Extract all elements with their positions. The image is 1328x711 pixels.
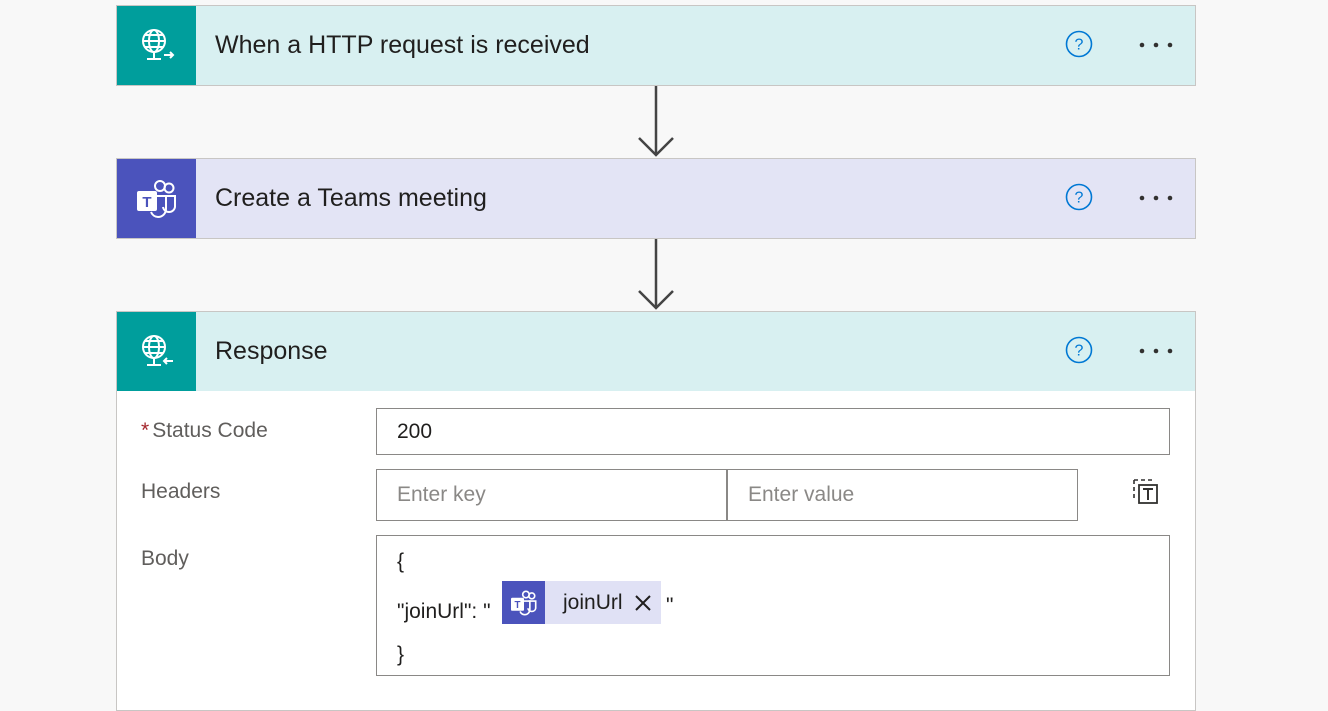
teams-icon: T — [117, 159, 196, 238]
step-title: Create a Teams meeting — [215, 184, 487, 212]
flow-arrow-icon — [638, 86, 674, 157]
more-options-icon[interactable] — [1131, 32, 1181, 58]
step-title: Response — [215, 337, 328, 365]
svg-text:T: T — [514, 600, 520, 611]
status-code-label: *Status Code — [141, 419, 268, 443]
response-form: *Status Code 200 Headers Body { "joinUrl… — [117, 391, 1195, 711]
svg-text:T: T — [142, 194, 151, 211]
step-header[interactable]: Response ? — [117, 312, 1195, 391]
required-mark: * — [141, 419, 150, 442]
step-card-response[interactable]: Response ? *Status Code 200 Headers Body… — [116, 311, 1196, 711]
body-line-quote: " — [666, 594, 674, 617]
status-code-value: 200 — [397, 419, 433, 443]
http-response-icon — [117, 312, 196, 391]
step-card-http-request[interactable]: When a HTTP request is received ? — [116, 5, 1196, 86]
svg-text:?: ? — [1075, 37, 1084, 54]
step-title: When a HTTP request is received — [215, 31, 590, 59]
teams-icon: T — [502, 581, 545, 624]
svg-text:?: ? — [1075, 190, 1084, 207]
body-label: Body — [141, 547, 189, 570]
more-options-icon[interactable] — [1131, 338, 1181, 364]
token-label: joinUrl — [563, 590, 623, 614]
step-header[interactable]: T Create a Teams meeting ? — [117, 159, 1195, 238]
close-icon[interactable] — [633, 593, 653, 613]
help-icon[interactable]: ? — [1065, 336, 1093, 364]
header-value-input[interactable] — [727, 469, 1078, 521]
body-line-key: "joinUrl": " — [397, 600, 491, 623]
status-code-input[interactable]: 200 — [376, 408, 1170, 455]
step-header[interactable]: When a HTTP request is received ? — [117, 6, 1195, 85]
dynamic-content-token[interactable]: T joinUrl — [502, 581, 661, 624]
help-icon[interactable]: ? — [1065, 30, 1093, 58]
more-options-icon[interactable] — [1131, 185, 1181, 211]
http-request-icon — [117, 6, 196, 85]
status-code-label-text: Status Code — [152, 419, 268, 442]
body-editor[interactable]: { "joinUrl": " T joinUrl — [376, 535, 1170, 676]
header-key-input[interactable] — [376, 469, 727, 521]
headers-label: Headers — [141, 480, 221, 503]
svg-text:?: ? — [1075, 343, 1084, 360]
help-icon[interactable]: ? — [1065, 183, 1093, 211]
body-line-close: } — [397, 643, 405, 666]
body-line-open: { — [397, 550, 405, 573]
flow-arrow-icon — [638, 239, 674, 310]
switch-to-text-mode-icon[interactable] — [1131, 477, 1161, 507]
step-card-teams-meeting[interactable]: T Create a Teams meeting ? — [116, 158, 1196, 239]
